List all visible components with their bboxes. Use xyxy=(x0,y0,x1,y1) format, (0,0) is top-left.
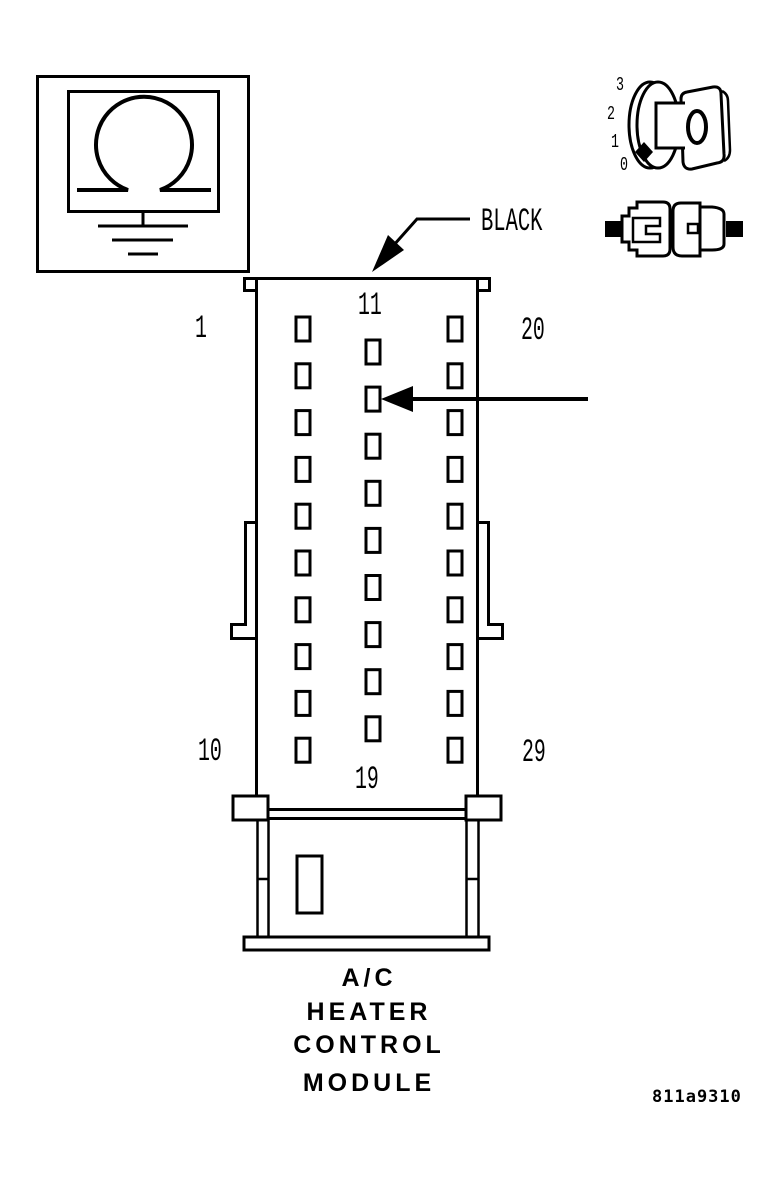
terminal-pointer-head xyxy=(381,386,413,412)
knob-back-plate xyxy=(679,85,726,171)
left-latch-tab xyxy=(230,521,256,640)
dial-label-1: 1 xyxy=(611,131,619,153)
connector-base-bar xyxy=(242,935,491,952)
knob-plate-depth-edge xyxy=(721,89,732,163)
left-wire-stub xyxy=(605,221,623,237)
knob-pointer-marker xyxy=(635,142,653,162)
lower-housing-slot xyxy=(295,854,324,915)
connector-top-tabs xyxy=(243,279,491,292)
rotary-knob-figure xyxy=(627,80,732,171)
ground-symbol-outer-box xyxy=(36,75,250,273)
ground-bars xyxy=(98,224,188,256)
caption-line-3: CONTROL xyxy=(293,1031,445,1059)
terminal-slot xyxy=(446,362,464,390)
right-latch-tab xyxy=(478,521,504,640)
pin-number-top-center: 11 xyxy=(358,287,382,324)
terminal-slot xyxy=(446,315,464,343)
terminal-slot xyxy=(364,621,382,649)
knob-tab-notch xyxy=(654,101,685,150)
terminal-slot xyxy=(364,479,382,507)
dial-label-3: 3 xyxy=(616,74,624,96)
terminal-slot xyxy=(446,409,464,437)
dial-label-2: 2 xyxy=(607,103,615,125)
component-omega-symbol xyxy=(77,94,211,192)
pin-number-bottom-center: 19 xyxy=(355,761,379,798)
terminal-slot xyxy=(294,643,312,671)
pin-number-bottom-left: 10 xyxy=(198,733,222,770)
terminal-slot xyxy=(364,385,382,413)
pin-number-top-left: 1 xyxy=(195,310,207,347)
caption-line-1: A/C xyxy=(341,964,397,992)
socket-slot xyxy=(686,222,700,235)
caption-line-4: MODULE xyxy=(302,1069,436,1097)
terminal-slot xyxy=(294,689,312,717)
terminal-slot xyxy=(446,549,464,577)
terminal-slot xyxy=(446,689,464,717)
ground-symbol-inner-box xyxy=(67,90,220,213)
terminal-slot xyxy=(446,455,464,483)
terminal-slot xyxy=(364,574,382,601)
terminal-slot xyxy=(446,596,464,624)
collar-right-block xyxy=(464,794,503,822)
knob-plate-hole xyxy=(686,109,708,145)
ground-symbol-figure xyxy=(36,75,250,273)
pin-number-top-right: 20 xyxy=(521,312,545,349)
terminal-slot xyxy=(364,338,382,366)
terminal-slot xyxy=(294,315,312,343)
dial-label-0: 0 xyxy=(620,154,628,176)
terminal-slot xyxy=(294,549,312,577)
terminal-slot xyxy=(294,502,312,530)
plug-terminal-bracket xyxy=(631,216,662,244)
caption-line-2: HEATER xyxy=(306,998,432,1026)
terminal-slot xyxy=(294,596,312,624)
terminal-slot xyxy=(446,736,464,764)
socket-housing-front xyxy=(671,201,702,258)
figure-code-label: 811a9310 xyxy=(652,1087,742,1107)
terminal-slot xyxy=(364,715,382,743)
lower-housing-walls xyxy=(256,820,480,936)
terminal-slot xyxy=(294,409,312,437)
connector-side-walls xyxy=(255,278,479,796)
terminal-slot xyxy=(446,643,464,671)
color-callout-leader-line xyxy=(391,217,470,247)
terminal-slot xyxy=(364,668,382,696)
terminal-pointer-shaft xyxy=(408,397,588,401)
terminal-slot xyxy=(364,432,382,460)
terminal-slot xyxy=(294,362,312,390)
color-callout-leader xyxy=(372,217,470,272)
terminal-slot xyxy=(446,502,464,530)
terminal-slot xyxy=(294,455,312,483)
terminal-grid xyxy=(294,315,464,764)
color-callout-arrowhead xyxy=(372,235,404,272)
socket-housing-rear xyxy=(698,205,726,252)
terminal-slot xyxy=(294,736,312,764)
collar-band xyxy=(268,808,466,820)
collar-left-block xyxy=(231,794,270,822)
right-wire-stub xyxy=(726,221,743,237)
terminal-pointer-arrow xyxy=(381,386,588,412)
connector-pair-figure xyxy=(605,200,743,258)
connector-color-label: BLACK xyxy=(481,203,543,240)
pin-number-bottom-right: 29 xyxy=(522,734,546,771)
connector-face-outline xyxy=(230,277,504,952)
terminal-slot xyxy=(364,526,382,554)
